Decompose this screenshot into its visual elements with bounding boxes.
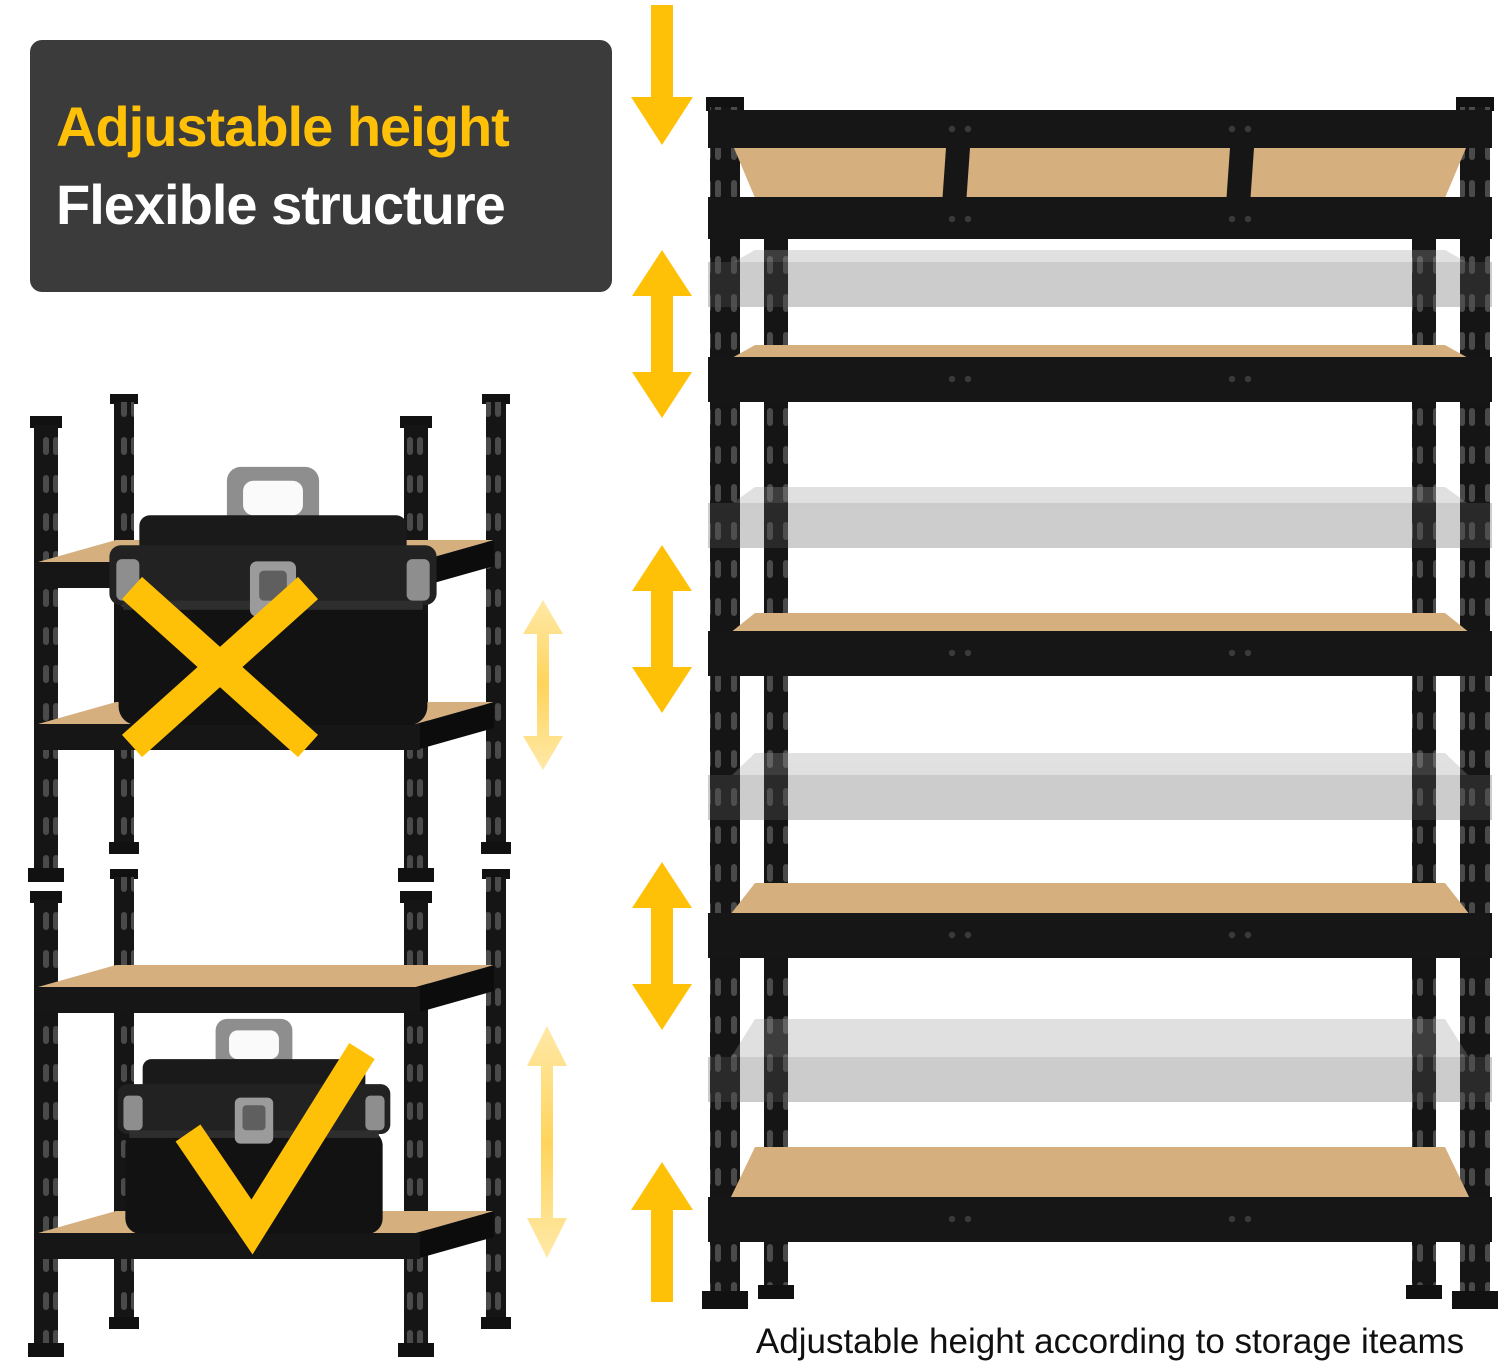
shelf-rear-posts — [758, 117, 1442, 1299]
arrow-vertical-double-pale-icon — [523, 600, 563, 770]
top-shelf-board — [708, 110, 1492, 239]
headline-adjustable-height: Adjustable height — [56, 95, 510, 158]
ghost-shelf-position — [708, 753, 1492, 820]
headline-banner: Adjustable height Flexible structure — [30, 40, 612, 292]
upper-shelf-board — [34, 965, 494, 1013]
cross-mark-icon — [121, 576, 319, 758]
shelf-front-posts — [702, 97, 1498, 1309]
caption-text: Adjustable height according to storage i… — [755, 1322, 1465, 1361]
shelf-board — [708, 883, 1492, 958]
ghost-shelf-position — [708, 250, 1492, 307]
arrow-up-icon — [631, 1162, 693, 1302]
arrow-vertical-double-icon — [632, 250, 692, 418]
arrow-vertical-double-pale-icon — [527, 1026, 567, 1258]
headline-flexible-structure: Flexible structure — [56, 173, 506, 236]
shelf-board — [708, 1147, 1492, 1242]
shelf-front-posts — [28, 891, 434, 1357]
ghost-shelf-position — [708, 487, 1492, 548]
ghost-shelf-position — [708, 1019, 1492, 1102]
shelf-board — [708, 613, 1492, 676]
large-shelf-illustration — [702, 97, 1498, 1309]
small-shelf-wrong-spacing-illustration — [28, 394, 511, 882]
arrow-down-icon — [631, 5, 693, 145]
arrow-vertical-double-icon — [632, 545, 692, 713]
check-mark-icon — [175, 1043, 375, 1255]
arrow-vertical-double-icon — [632, 862, 692, 1030]
shelf-board — [708, 345, 1492, 402]
small-shelf-correct-spacing-illustration — [28, 869, 511, 1357]
